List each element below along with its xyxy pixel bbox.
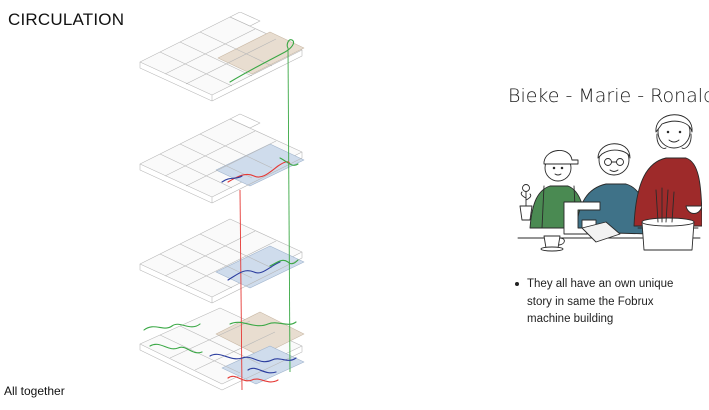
green-route-level-1 — [229, 39, 295, 83]
red-route-level-4 — [227, 375, 279, 383]
green-route-level-4 — [143, 321, 297, 354]
floor-level-2 — [139, 113, 305, 204]
blue-route-level-2 — [221, 175, 243, 183]
three-people-illustration — [517, 114, 702, 252]
people-names-heading: Bieke - Marie - Ronaldo — [508, 85, 709, 107]
circulation-diagram — [139, 12, 305, 391]
blue-route-level-3 — [227, 261, 281, 281]
red-route-level-2 — [227, 161, 291, 183]
caption: All together — [4, 384, 65, 398]
floor-level-4 — [139, 307, 305, 391]
bullet-item: They all have an own unique story in sam… — [512, 276, 692, 329]
green-vertical-route — [287, 47, 291, 373]
blue-route-level-4 — [209, 353, 297, 374]
bullet-list: They all have an own unique story in sam… — [512, 276, 692, 329]
green-route-level-2 — [279, 157, 299, 166]
coffee-cup-figure — [540, 235, 565, 252]
floor-level-1 — [139, 12, 305, 102]
green-route-level-3 — [269, 259, 299, 267]
slide-title: CIRCULATION — [8, 10, 125, 29]
red-vertical-route — [239, 189, 243, 391]
floor-level-3 — [139, 218, 305, 304]
older-woman-figure — [633, 114, 702, 251]
woman-with-glasses-figure — [563, 143, 651, 243]
